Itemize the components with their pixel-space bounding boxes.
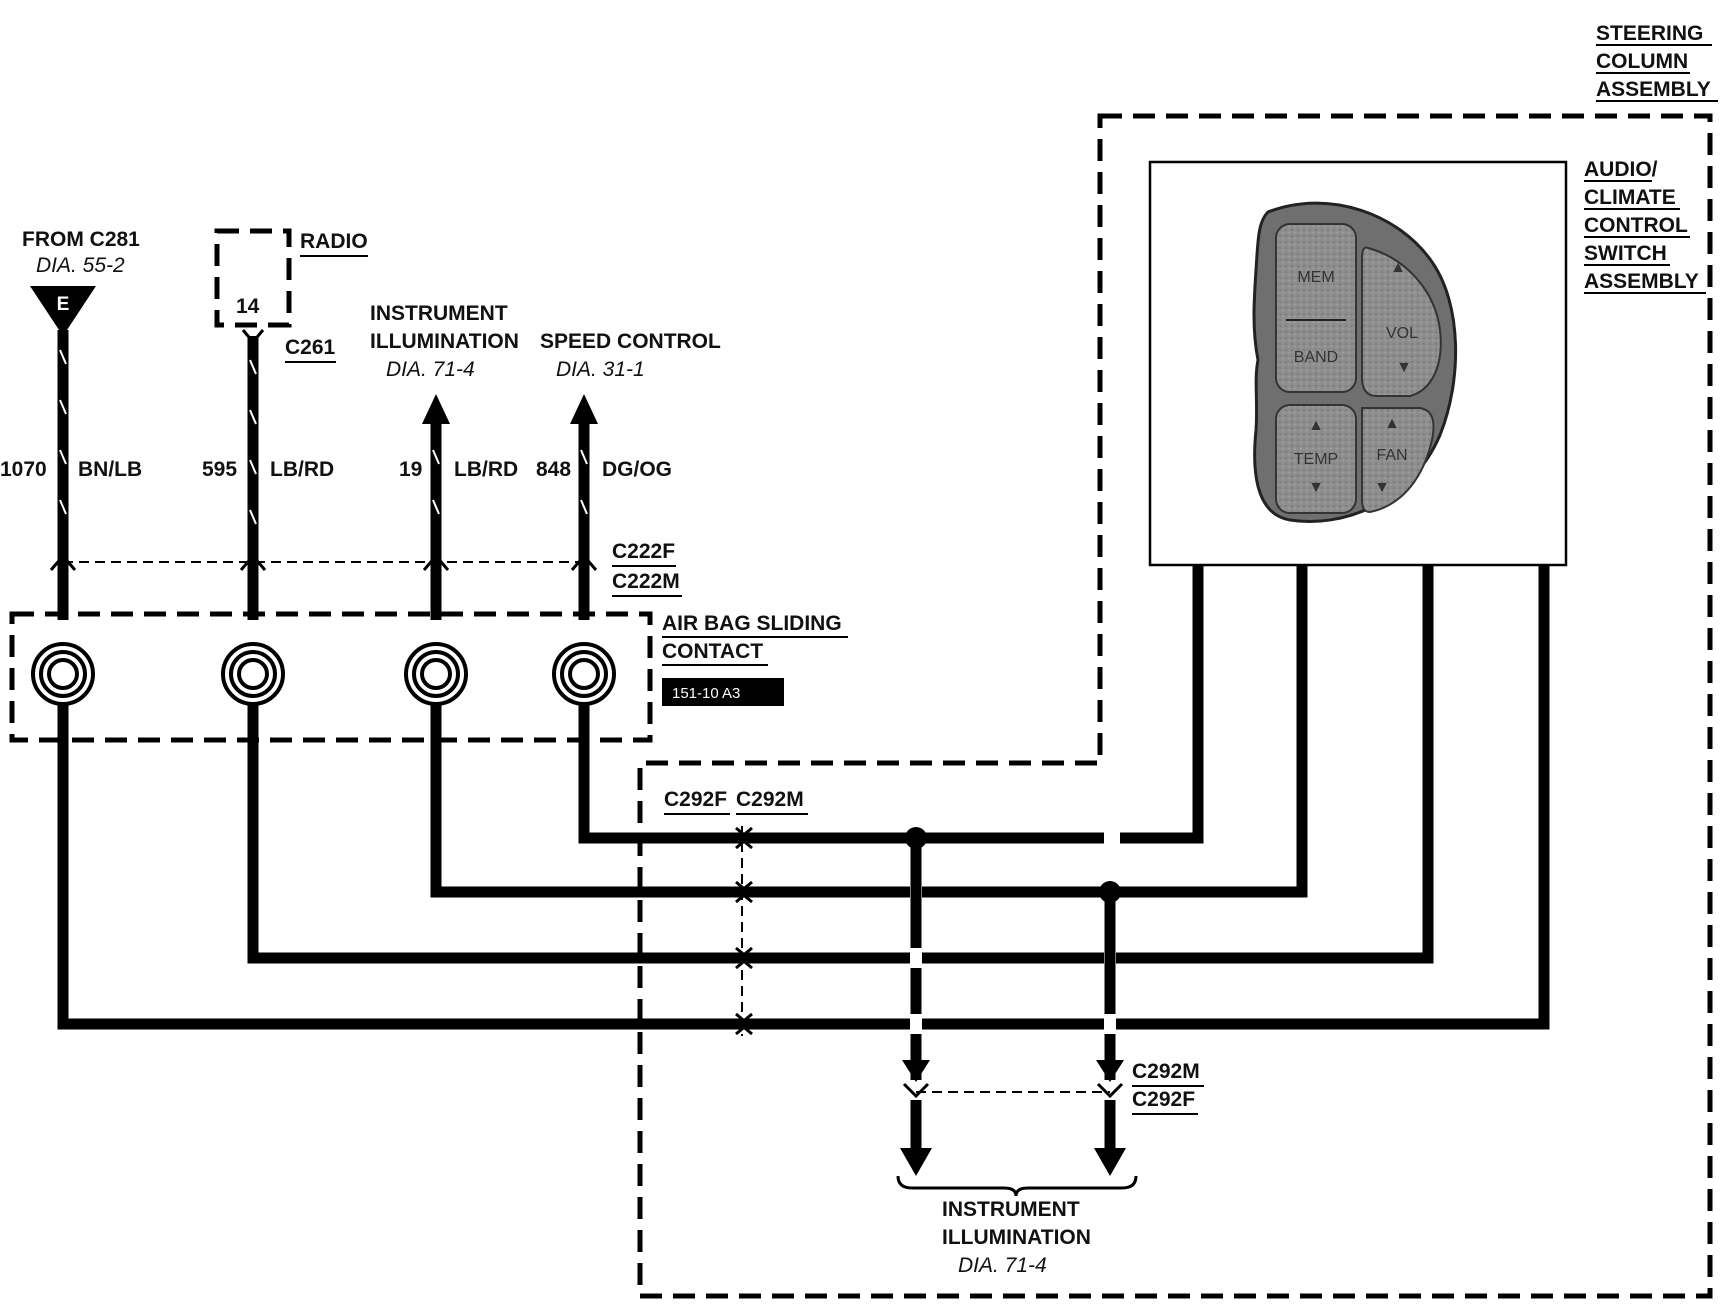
c292m-right-label: C292M <box>1132 1060 1200 1083</box>
svg-text:FROM C281: FROM C281 <box>22 228 140 251</box>
airbag-ref-badge <box>662 678 784 706</box>
circuit-19-number: 19 <box>399 458 422 481</box>
instrument-down-arrow-right-icon <box>1096 1060 1124 1082</box>
wire-stripes <box>59 349 588 525</box>
splice-848 <box>905 827 927 849</box>
circuit-595-number: 595 <box>202 458 237 481</box>
temp-up-arrow-icon: ▲ <box>1308 417 1324 434</box>
c292f-right-label: C292F <box>1132 1088 1195 1111</box>
airbag-label: AIR BAG SLIDING CONTACT <box>662 612 848 666</box>
upper-wires <box>57 330 590 620</box>
instrument-illumination-bottom-label: INSTRUMENT ILLUMINATION DIA. 71-4 <box>942 1198 1091 1277</box>
airbag-ref-text: 151-10 A3 <box>672 685 740 702</box>
svg-text:SWITCH: SWITCH <box>1584 242 1667 265</box>
mem-label: MEM <box>1297 269 1334 286</box>
vertical-taps <box>910 880 1116 970</box>
circuit-595-color: LB/RD <box>270 458 334 481</box>
fan-up-arrow-icon: ▲ <box>1384 415 1400 432</box>
svg-text:ILLUMINATION: ILLUMINATION <box>942 1226 1091 1249</box>
vol-label: VOL <box>1386 325 1418 342</box>
svg-text:DIA. 55-2: DIA. 55-2 <box>36 254 125 277</box>
svg-text:DIA. 31-1: DIA. 31-1 <box>556 358 645 381</box>
crossover-gaps <box>910 828 1120 1034</box>
radio-label: RADIO <box>300 230 368 253</box>
c222f-label: C222F <box>612 540 675 563</box>
instrument-bottom-arrow-right-icon <box>1094 1148 1126 1176</box>
vol-down-arrow-icon: ▼ <box>1396 359 1412 376</box>
lower-wires <box>57 566 1550 1158</box>
instrument-up-arrow-icon <box>422 394 450 424</box>
switch-pad: MEM BAND VOL TEMP FAN ▲ ▼ ▲ ▼ ▲ ▼ <box>1252 201 1458 524</box>
circuit-1070-number: 1070 <box>0 458 47 481</box>
c292-chevrons <box>735 826 753 1036</box>
svg-text:ASSEMBLY: ASSEMBLY <box>1584 270 1699 293</box>
c292m-top-label: C292M <box>736 788 804 811</box>
ground-letter: E <box>57 294 70 315</box>
ground-symbol <box>30 286 96 336</box>
instrument-bottom-bracket <box>896 1175 1138 1197</box>
svg-text:DIA. 71-4: DIA. 71-4 <box>386 358 475 381</box>
c292f-top-label: C292F <box>664 788 727 811</box>
c222-chevrons <box>49 553 598 571</box>
from-c281-label: FROM C281 DIA. 55-2 <box>22 228 140 277</box>
switch-assembly-label: AUDIO/ CLIMATE CONTROL SWITCH ASSEMBLY <box>1584 158 1706 294</box>
circuit-1070-color: BN/LB <box>78 458 142 481</box>
steering-column-boundary <box>637 113 1713 1299</box>
svg-text:INSTRUMENT: INSTRUMENT <box>370 302 508 325</box>
splice-19 <box>1099 881 1121 903</box>
temp-button[interactable] <box>1275 404 1357 514</box>
svg-text:ILLUMINATION: ILLUMINATION <box>370 330 519 353</box>
fan-label: FAN <box>1376 447 1407 464</box>
instrument-illumination-top-label: INSTRUMENT ILLUMINATION DIA. 71-4 <box>370 302 519 381</box>
svg-text:ASSEMBLY: ASSEMBLY <box>1596 78 1711 101</box>
svg-text:SPEED CONTROL: SPEED CONTROL <box>540 330 721 353</box>
mem-band-button[interactable] <box>1275 223 1357 393</box>
vol-button[interactable] <box>1361 246 1442 397</box>
temp-down-arrow-icon: ▼ <box>1308 479 1324 496</box>
circuit-848-color: DG/OG <box>602 458 672 481</box>
radio-pin-connector <box>241 329 265 345</box>
airbag-sliding-contact-box <box>9 611 653 743</box>
svg-text:CLIMATE: CLIMATE <box>1584 186 1676 209</box>
airbag-coils <box>31 642 616 706</box>
circuit-19-color: LB/RD <box>454 458 518 481</box>
svg-text:CONTACT: CONTACT <box>662 640 763 663</box>
fan-down-arrow-icon: ▼ <box>1374 479 1390 496</box>
radio-pin: 14 <box>236 295 260 318</box>
band-label: BAND <box>1294 349 1338 366</box>
vol-up-arrow-icon: ▲ <box>1390 259 1406 276</box>
svg-text:AUDIO/: AUDIO/ <box>1584 158 1658 181</box>
c292-lower-chevrons <box>902 1082 1124 1099</box>
instrument-bottom-arrow-left-icon <box>900 1148 932 1176</box>
steering-column-label: STEERING COLUMN ASSEMBLY <box>1596 22 1718 102</box>
svg-text:AIR BAG SLIDING: AIR BAG SLIDING <box>662 612 842 635</box>
circuit-848-number: 848 <box>536 458 571 481</box>
svg-text:DIA. 71-4: DIA. 71-4 <box>958 1254 1047 1277</box>
speed-control-up-arrow-icon <box>570 394 598 424</box>
c261-label: C261 <box>285 336 336 359</box>
svg-text:CONTROL: CONTROL <box>1584 214 1688 237</box>
instrument-down-arrow-left-icon <box>902 1060 930 1082</box>
svg-text:INSTRUMENT: INSTRUMENT <box>942 1198 1080 1221</box>
c222m-label: C222M <box>612 570 680 593</box>
radio-box <box>214 228 292 328</box>
svg-text:STEERING: STEERING <box>1596 22 1703 45</box>
fan-button[interactable] <box>1361 407 1435 514</box>
svg-text:COLUMN: COLUMN <box>1596 50 1688 73</box>
temp-label: TEMP <box>1294 451 1338 468</box>
speed-control-label: SPEED CONTROL DIA. 31-1 <box>540 330 721 381</box>
